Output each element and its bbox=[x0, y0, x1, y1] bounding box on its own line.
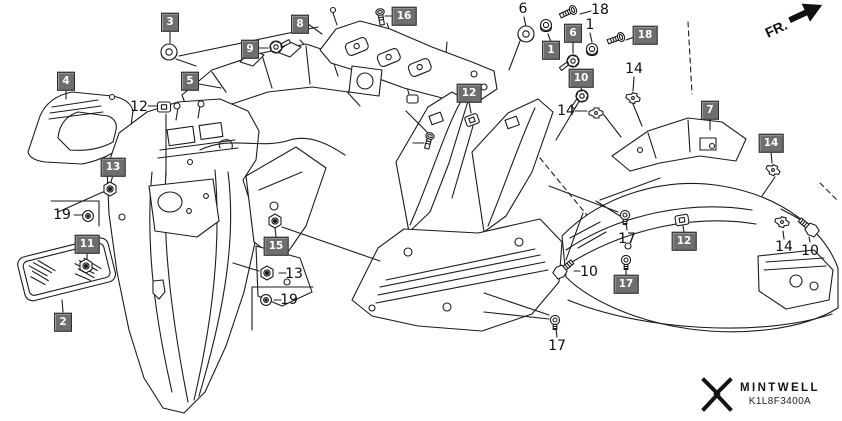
bolt-icon bbox=[570, 89, 589, 110]
washer-icon bbox=[260, 294, 272, 306]
part-inner-fender-middle bbox=[351, 91, 563, 332]
bolt-icon bbox=[552, 259, 575, 280]
nut-icon bbox=[103, 181, 117, 197]
part-7-rear-fender bbox=[561, 117, 839, 333]
clip-icon bbox=[156, 101, 172, 113]
screw-icon bbox=[606, 31, 626, 45]
front-direction-label: FR. bbox=[763, 17, 790, 41]
callout-box-1[interactable]: 1 bbox=[542, 40, 560, 60]
collar-icon bbox=[585, 42, 599, 57]
screw-icon bbox=[375, 8, 385, 26]
callout-plain-17-b[interactable]: 17 bbox=[548, 338, 566, 354]
callout-box-11[interactable]: 11 bbox=[74, 234, 100, 254]
front-direction-indicator: FR. bbox=[762, 0, 842, 56]
callout-box-4[interactable]: 4 bbox=[57, 71, 75, 91]
callout-plain-13[interactable]: 13 bbox=[285, 266, 303, 282]
callout-box-6[interactable]: 6 bbox=[564, 23, 582, 43]
callout-plain-14-b[interactable]: 14 bbox=[557, 103, 575, 119]
nut-icon bbox=[79, 258, 93, 274]
part-5-cowl-bracket bbox=[181, 41, 360, 114]
callout-plain-10-a[interactable]: 10 bbox=[580, 264, 598, 280]
screw-icon bbox=[549, 314, 561, 331]
washer-icon bbox=[82, 210, 94, 222]
clip-icon bbox=[674, 213, 690, 227]
clip-icon bbox=[625, 92, 641, 105]
callout-box-12-b[interactable]: 12 bbox=[671, 231, 697, 251]
callout-plain-1[interactable]: 1 bbox=[585, 17, 595, 33]
screw-icon bbox=[423, 132, 435, 150]
front-arrow-icon bbox=[788, 3, 823, 23]
diagram-part-code: K1L8F3400A bbox=[748, 396, 812, 407]
collar-icon bbox=[539, 18, 553, 33]
clip-icon bbox=[774, 216, 790, 229]
screw-icon bbox=[620, 254, 632, 271]
callout-box-14[interactable]: 14 bbox=[758, 133, 784, 153]
callout-box-17[interactable]: 17 bbox=[613, 274, 639, 294]
nut-icon bbox=[268, 213, 282, 229]
callout-box-3[interactable]: 3 bbox=[161, 12, 179, 32]
screw-icon bbox=[558, 5, 578, 19]
callout-plain-17-a[interactable]: 17 bbox=[618, 231, 636, 247]
callout-plain-18[interactable]: 18 bbox=[591, 2, 609, 18]
callout-box-12-a[interactable]: 12 bbox=[456, 83, 482, 103]
callout-plain-12[interactable]: 12 bbox=[130, 99, 148, 115]
brand-name: MINTWELL bbox=[740, 382, 820, 394]
callout-plain-6[interactable]: 6 bbox=[518, 1, 528, 17]
callout-box-5[interactable]: 5 bbox=[181, 71, 199, 91]
brand-logo-icon bbox=[701, 377, 733, 412]
part-2-reflector bbox=[17, 237, 117, 302]
grommet-icon bbox=[517, 25, 535, 43]
bolt-icon bbox=[797, 217, 820, 238]
callout-box-16[interactable]: 16 bbox=[391, 6, 417, 26]
callout-box-15[interactable]: 15 bbox=[263, 236, 289, 256]
callout-box-18[interactable]: 18 bbox=[632, 25, 658, 45]
callout-leader-lines bbox=[50, 10, 811, 338]
callout-box-10[interactable]: 10 bbox=[568, 68, 594, 88]
grommet-icon bbox=[160, 43, 178, 61]
bolt-icon bbox=[558, 54, 580, 72]
nut-icon bbox=[260, 265, 274, 281]
part-8-stay bbox=[319, 6, 498, 102]
clip-icon bbox=[765, 164, 781, 177]
screw-icon bbox=[619, 209, 631, 226]
callout-box-9[interactable]: 9 bbox=[241, 39, 259, 59]
bolt-icon bbox=[269, 39, 292, 54]
callout-plain-14-a[interactable]: 14 bbox=[625, 61, 643, 77]
part-rear-fender-left bbox=[106, 98, 346, 414]
callout-box-2[interactable]: 2 bbox=[54, 312, 72, 332]
callout-box-7[interactable]: 7 bbox=[701, 100, 719, 120]
callout-plain-19-b[interactable]: 19 bbox=[280, 292, 298, 308]
callout-plain-14-c[interactable]: 14 bbox=[775, 239, 793, 255]
callout-box-8[interactable]: 8 bbox=[291, 14, 309, 34]
part-4-cover bbox=[27, 91, 134, 165]
callout-plain-19-a[interactable]: 19 bbox=[53, 207, 71, 223]
clip-icon bbox=[464, 113, 480, 127]
brand-mark: MINTWELL K1L8F3400A bbox=[700, 376, 820, 413]
clip-icon bbox=[588, 107, 604, 119]
callout-plain-10-b[interactable]: 10 bbox=[801, 243, 819, 259]
callout-box-13[interactable]: 13 bbox=[100, 157, 126, 177]
